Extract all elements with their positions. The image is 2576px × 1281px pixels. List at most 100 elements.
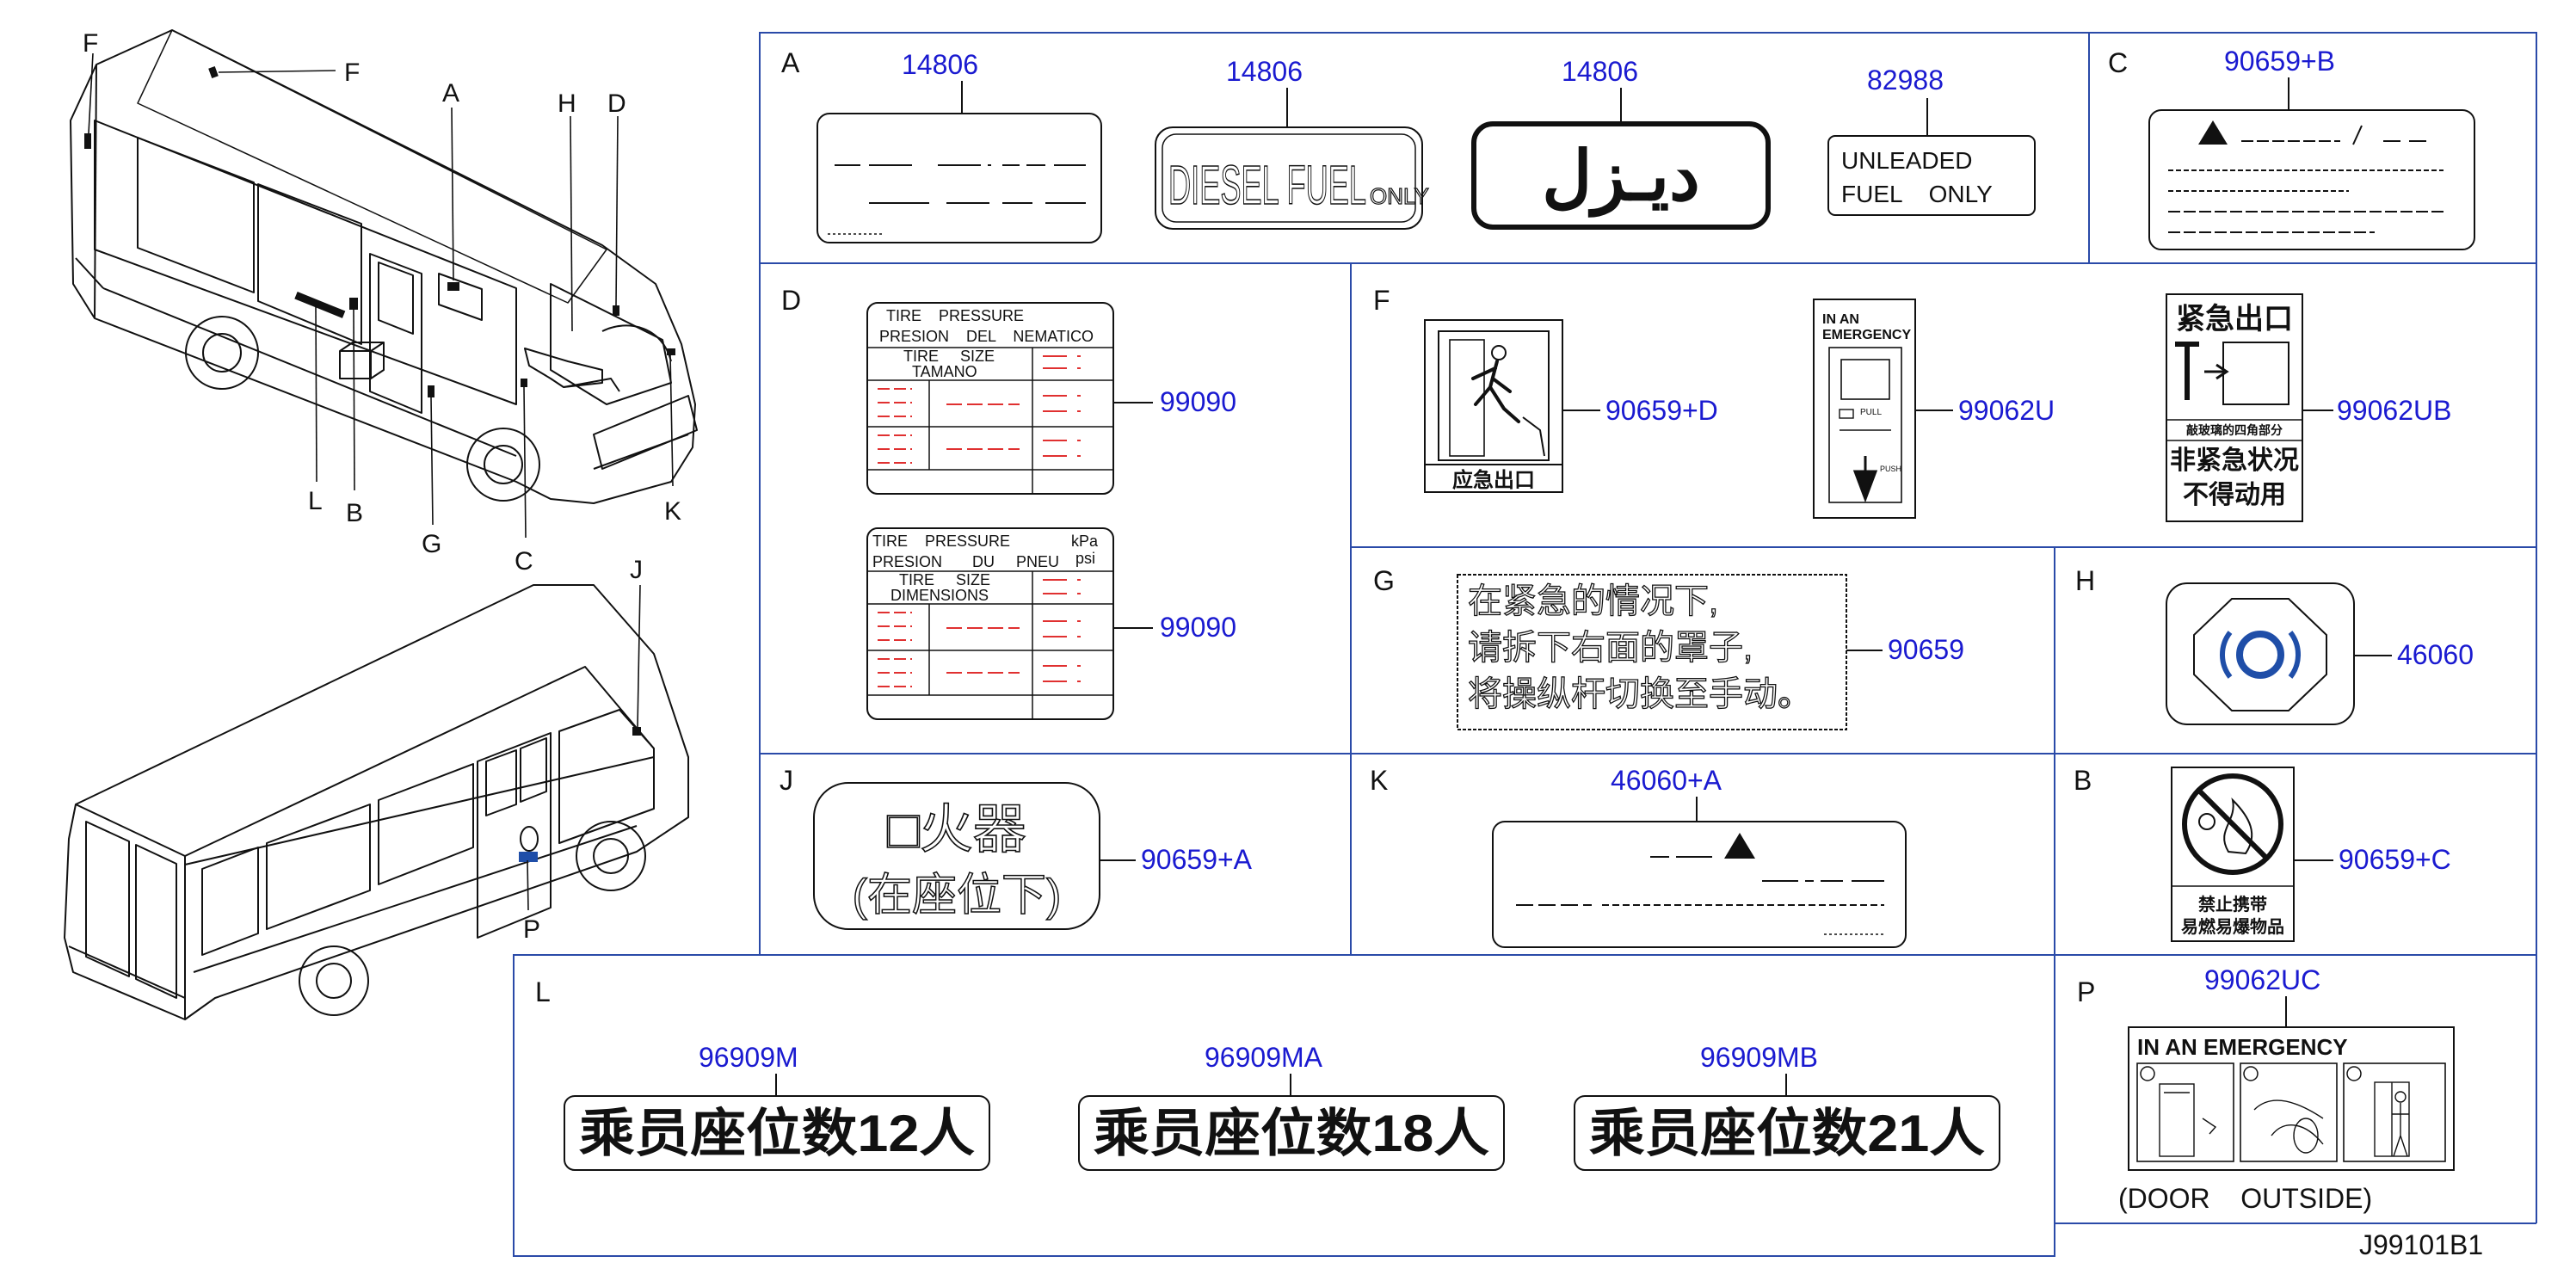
extinguisher-line1: □火器 (887, 800, 1026, 859)
emergency-cn-small: 敲玻璃的四角部分 (2186, 423, 2283, 437)
section-K: K 46060+A (1370, 765, 1907, 948)
no-flammables-icon (2182, 773, 2283, 875)
part-number-90659-A: 90659+A (1141, 844, 1253, 875)
extinguisher-line2: (在座位下) (853, 871, 1062, 921)
label-diesel-only-text: ONLY (1370, 183, 1429, 209)
section-J: J □火器 (在座位下) 90659+A (780, 765, 1253, 930)
tire-label-1-row4: TAMANO (912, 363, 977, 380)
label-exit-text: 应急出口 (1452, 468, 1535, 492)
label-brake-warning (2166, 582, 2355, 725)
section-C: C 90659+B (2108, 46, 2475, 250)
label-arabic-diesel-text: ديـزل (1542, 138, 1700, 218)
label-extinguisher (813, 782, 1100, 930)
door-emergency-title: IN AN EMERGENCY (2137, 1034, 2348, 1060)
callout-A: A (442, 79, 459, 108)
section-letter-A: A (781, 47, 800, 78)
warning-triangle-icon (2198, 120, 2228, 145)
part-number-90659-B: 90659+B (2224, 46, 2335, 77)
no-flammables-line2: 易燃易爆物品 (2181, 916, 2284, 937)
section-letter-D: D (781, 285, 801, 316)
part-number-96909M: 96909M (699, 1042, 798, 1073)
part-number-90659-D: 90659+D (1605, 395, 1718, 426)
emergency-cn-bottom2: 不得动用 (2183, 481, 2286, 509)
tire-label-1-row2: PRESION DEL NEMATICO (879, 328, 1094, 345)
door-outside-note: (DOOR OUTSIDE) (2118, 1183, 2372, 1214)
tire-label-2-row3: TIRE SIZE (899, 571, 990, 588)
callout-D: D (607, 89, 626, 118)
bus-front-callout-letters: F F A H D L B G C K (83, 29, 681, 576)
label-seat-count-21 (1574, 1095, 2000, 1171)
label-emergency-cn: 紧急出口 敲玻璃的四角部分 非紧急状况 不得动用 (2166, 293, 2303, 522)
section-letter-L: L (535, 976, 551, 1007)
section-H: H 46060 (2075, 565, 2474, 725)
brake-octagon-icon (2193, 598, 2327, 711)
bus-rear-callout-letters: J P (523, 556, 643, 944)
tire-label-1-row1: TIRE PRESSURE (886, 307, 1024, 324)
label-diesel-fuel-text: DIESEL FUEL (1168, 154, 1366, 216)
section-letter-J: J (780, 765, 793, 796)
callout-F2: F (344, 59, 360, 87)
callout-B: B (346, 499, 363, 527)
label-manual-release (1457, 574, 1847, 730)
seat-count-12-text: 乘员座位数12人 (579, 1105, 975, 1162)
push-arrow-icon (1852, 456, 1878, 503)
label-caution-blank (1492, 821, 1907, 948)
running-man-icon (1491, 345, 1507, 360)
section-letter-C: C (2108, 47, 2128, 78)
part-number-99062UB: 99062UB (2337, 395, 2451, 426)
seat-count-18-text: 乘员座位数18人 (1094, 1105, 1489, 1162)
part-number-99090-b: 99090 (1160, 612, 1236, 643)
manual-release-line1: 在紧急的情况下, (1468, 582, 1718, 620)
label-warning-blank (2148, 109, 2475, 250)
section-G: G 在紧急的情况下, 请拆下右面的罩子, 将操纵杆切换至手动。 90659 (1373, 565, 1964, 730)
label-arabic-diesel (1471, 121, 1771, 230)
section-F: F 应急出口 90659+D IN AN EMERGENCY PULL PUSH (1373, 285, 2451, 522)
bus-front-markers (84, 65, 675, 397)
hammer-icon (2175, 342, 2199, 400)
label-no-flammables (2171, 767, 2295, 942)
callout-K: K (664, 497, 681, 526)
seat-count-21-text: 乘员座位数21人 (1589, 1105, 1985, 1162)
part-number-99090-a: 99090 (1160, 386, 1236, 417)
part-number-99062UC: 99062UC (2204, 964, 2320, 995)
label-unleaded-line1: UNLEADED (1841, 147, 1972, 174)
no-flammables-line1: 禁止携带 (2198, 894, 2267, 915)
bus-rear-illustration (64, 584, 689, 1020)
section-L: L 96909M 乘员座位数12人 96909MA 乘员座位数18人 96909… (535, 976, 2000, 1171)
part-number-96909MB: 96909MB (1700, 1042, 1818, 1073)
label-exit-sign: 应急出口 (1424, 319, 1563, 493)
bus-rear-markers (519, 727, 641, 862)
label-seat-count-18 (1078, 1095, 1505, 1171)
section-letter-B: B (2074, 765, 2092, 796)
emergency-pull-line1: IN AN (1822, 312, 1859, 327)
emergency-pull-label: PULL (1860, 408, 1882, 417)
section-D: D TIRE PRESSURE PRESION DEL NEMATICO TIR… (781, 285, 1236, 720)
section-grid (513, 32, 2537, 1257)
label-seat-count-12 (564, 1095, 990, 1171)
manual-release-line3: 将操纵杆切换至手动。 (1468, 675, 1812, 713)
tire-label-2: TIRE PRESSURE kPa PRESION DU PNEU psi TI… (866, 527, 1153, 720)
label-door-emergency (2128, 1026, 2455, 1171)
callout-P: P (523, 915, 540, 944)
section-letter-H: H (2075, 565, 2095, 596)
callout-H: H (558, 89, 576, 118)
caution-triangle-icon (1724, 833, 1755, 859)
tire-label-2-unit1: kPa (1071, 533, 1099, 550)
tire-label-2-row2: PRESION DU PNEU (872, 553, 1059, 570)
diagram-id: J99101B1 (2359, 1229, 2483, 1260)
section-B: B 禁止携带 易燃易爆物品 90659+C (2074, 765, 2451, 942)
label-diesel-fuel (1155, 126, 1423, 230)
tire-label-1: TIRE PRESSURE PRESION DEL NEMATICO TIRE … (866, 302, 1153, 495)
tire-label-2-row4: DIMENSIONS (891, 587, 989, 604)
tire-label-1-row3: TIRE SIZE (903, 348, 995, 365)
bus-rear-leaders (527, 584, 641, 911)
bus-front-leaders (88, 52, 674, 539)
bus-front-illustration (70, 29, 698, 504)
tire-label-2-row1: TIRE PRESSURE (872, 533, 1010, 550)
part-number-14806-blank: 14806 (902, 49, 978, 80)
emergency-cn-bottom1: 非紧急状况 (2170, 447, 2299, 475)
section-P: P 99062UC IN AN EMERGENCY (DOOR OUTSIDE) (2077, 964, 2455, 1214)
label-emergency-pull: IN AN EMERGENCY PULL PUSH (1813, 299, 1916, 519)
callout-J: J (630, 556, 643, 584)
